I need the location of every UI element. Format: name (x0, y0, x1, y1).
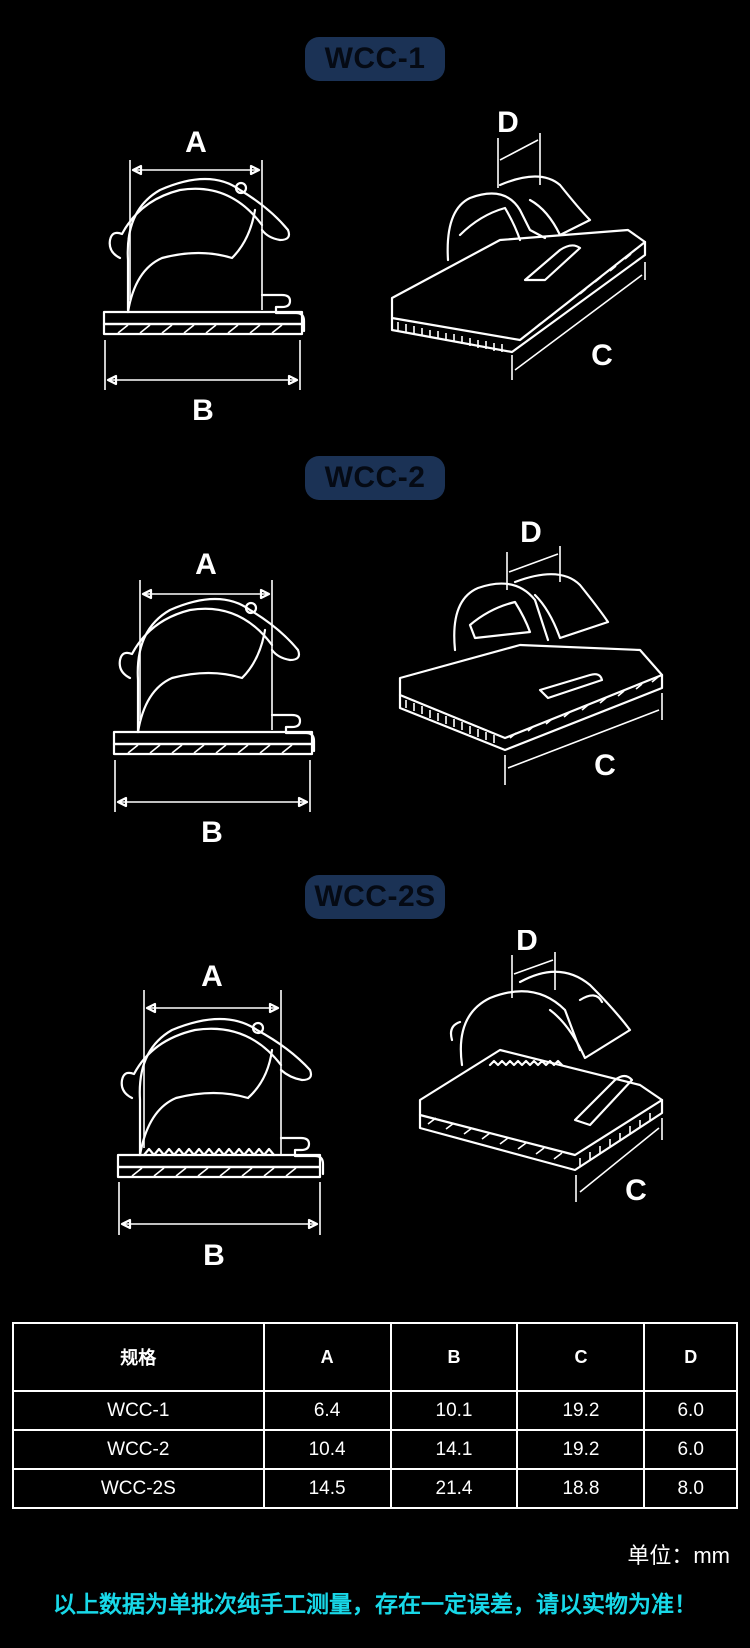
cell-c: 19.2 (516, 1429, 646, 1470)
dimension-c-label: C (591, 339, 613, 372)
wcc-1-drawing: A B D C (102, 106, 647, 427)
iso-view: D C (418, 930, 664, 1207)
cell-d: 6.0 (643, 1390, 738, 1431)
dimension-b-label: B (203, 1239, 225, 1272)
cell-c: 19.2 (516, 1390, 646, 1431)
cell-model: WCC-2 (12, 1429, 265, 1470)
cell-model: WCC-1 (12, 1390, 265, 1431)
dimension-b-label: B (192, 394, 214, 427)
wcc-2-drawing: A B D C (112, 516, 664, 849)
cell-d: 8.0 (643, 1468, 738, 1509)
header-c: C (516, 1322, 646, 1392)
wcc-2s-drawing: A B D C (116, 930, 664, 1272)
model-badge-wcc-2s: WCC-2S (305, 875, 445, 919)
model-badge-wcc-2: WCC-2 (305, 456, 445, 500)
front-view: A B (116, 960, 325, 1272)
front-view: A B (112, 548, 316, 849)
table-row: WCC-2 10.4 14.1 19.2 6.0 (12, 1429, 738, 1470)
front-view: A B (102, 126, 306, 427)
header-d: D (643, 1322, 738, 1392)
cell-a: 10.4 (262, 1429, 392, 1470)
cell-a: 6.4 (262, 1390, 392, 1431)
iso-view: D C (398, 516, 664, 785)
cell-b: 10.1 (389, 1390, 519, 1431)
table-header-row: 规格 A B C D (12, 1322, 738, 1392)
cell-d: 6.0 (643, 1429, 738, 1470)
model-badge-wcc-1: WCC-1 (305, 37, 445, 81)
dimension-d-label: D (520, 516, 542, 549)
dimension-a-label: A (201, 960, 223, 993)
cell-b: 21.4 (389, 1468, 519, 1509)
header-spec: 规格 (12, 1322, 265, 1392)
cell-model: WCC-2S (12, 1468, 265, 1509)
dimension-a-label: A (195, 548, 217, 581)
cell-b: 14.1 (389, 1429, 519, 1470)
iso-view: D C (390, 106, 647, 380)
spec-table: 规格 A B C D WCC-1 6.4 10.1 19.2 6.0 WCC-2… (12, 1322, 738, 1509)
dimension-b-label: B (201, 816, 223, 849)
cell-c: 18.8 (516, 1468, 646, 1509)
dimension-d-label: D (497, 106, 519, 139)
table-row: WCC-1 6.4 10.1 19.2 6.0 (12, 1390, 738, 1431)
dimension-d-label: D (516, 930, 538, 957)
measurement-disclaimer: 以上数据为单批次纯手工测量，存在一定误差，请以实物为准！ (53, 1591, 697, 1617)
table-row: WCC-2S 14.5 21.4 18.8 8.0 (12, 1468, 738, 1509)
header-a: A (262, 1322, 392, 1392)
dimension-c-label: C (625, 1174, 647, 1207)
header-b: B (389, 1322, 519, 1392)
dimension-c-label: C (594, 749, 616, 782)
cell-a: 14.5 (262, 1468, 392, 1509)
dimension-a-label: A (185, 126, 207, 159)
unit-label: 单位：mm (627, 1543, 730, 1568)
